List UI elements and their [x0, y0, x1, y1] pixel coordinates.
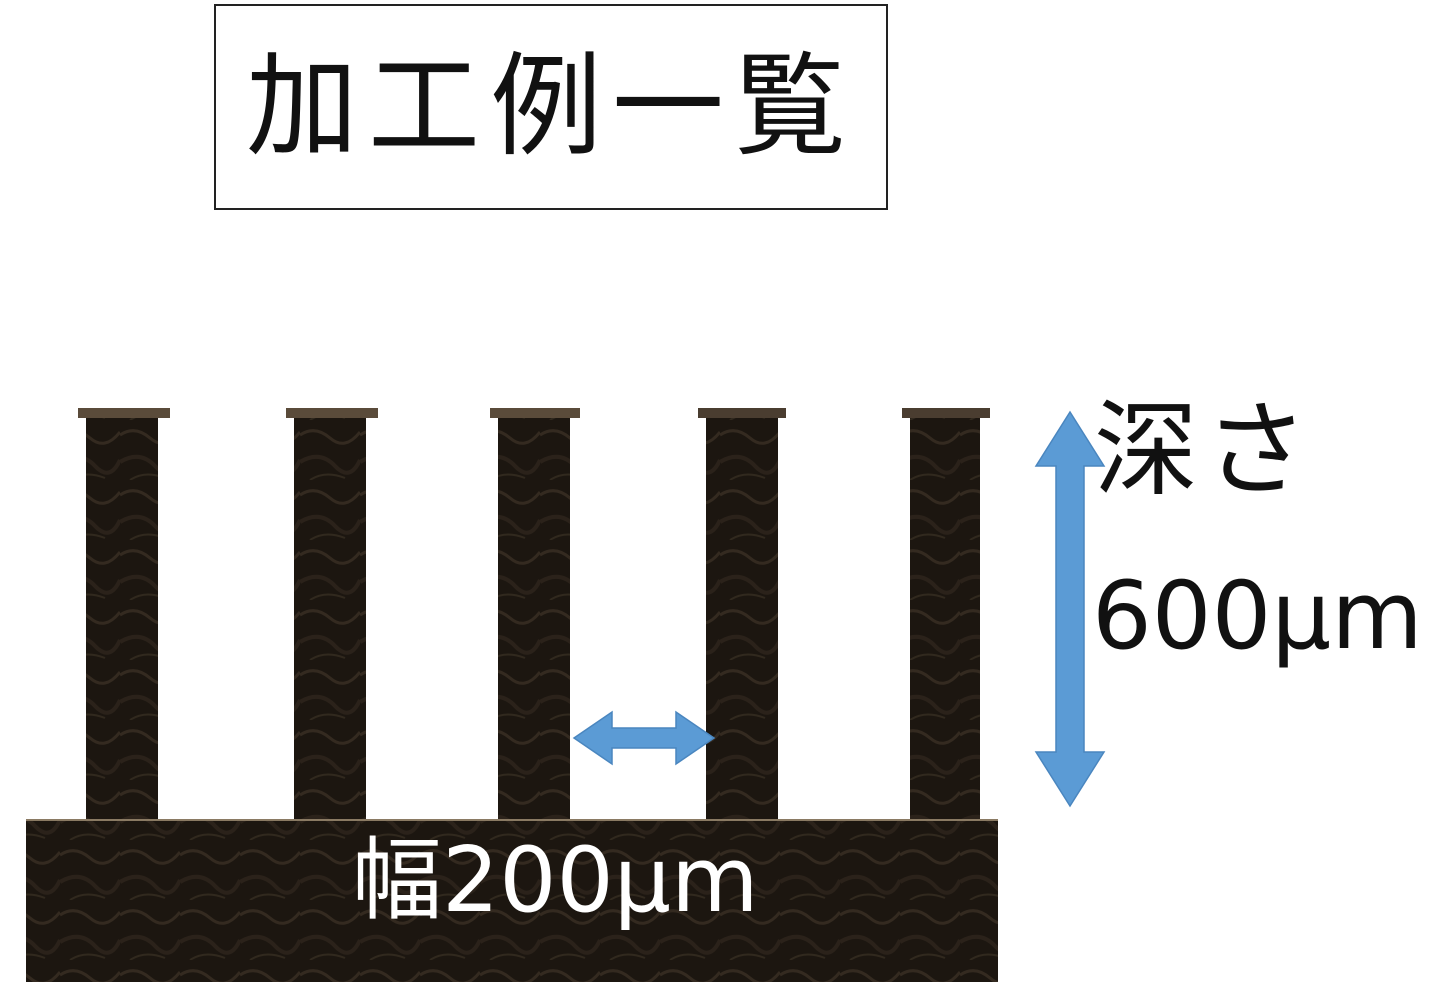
fin-4-cap	[698, 408, 786, 418]
fin-2	[294, 412, 366, 824]
fin-3-cap	[490, 408, 580, 418]
fin-4	[706, 412, 778, 824]
width-label: 幅200μm	[352, 828, 759, 933]
depth-value-label: 600μm	[1092, 562, 1423, 671]
fin-1	[86, 412, 158, 824]
material-base	[26, 820, 998, 982]
fin-5	[910, 412, 980, 824]
depth-arrow	[1034, 410, 1106, 808]
fin-5-cap	[902, 408, 990, 418]
fin-1-cap	[78, 408, 170, 418]
fin-group	[78, 408, 990, 824]
width-arrow	[572, 710, 716, 766]
depth-label: 深さ	[1094, 389, 1315, 511]
fin-2-cap	[286, 408, 378, 418]
fin-3	[498, 412, 570, 824]
title-box: 加工例一覧	[214, 4, 888, 210]
page-title: 加工例一覧	[246, 42, 856, 172]
